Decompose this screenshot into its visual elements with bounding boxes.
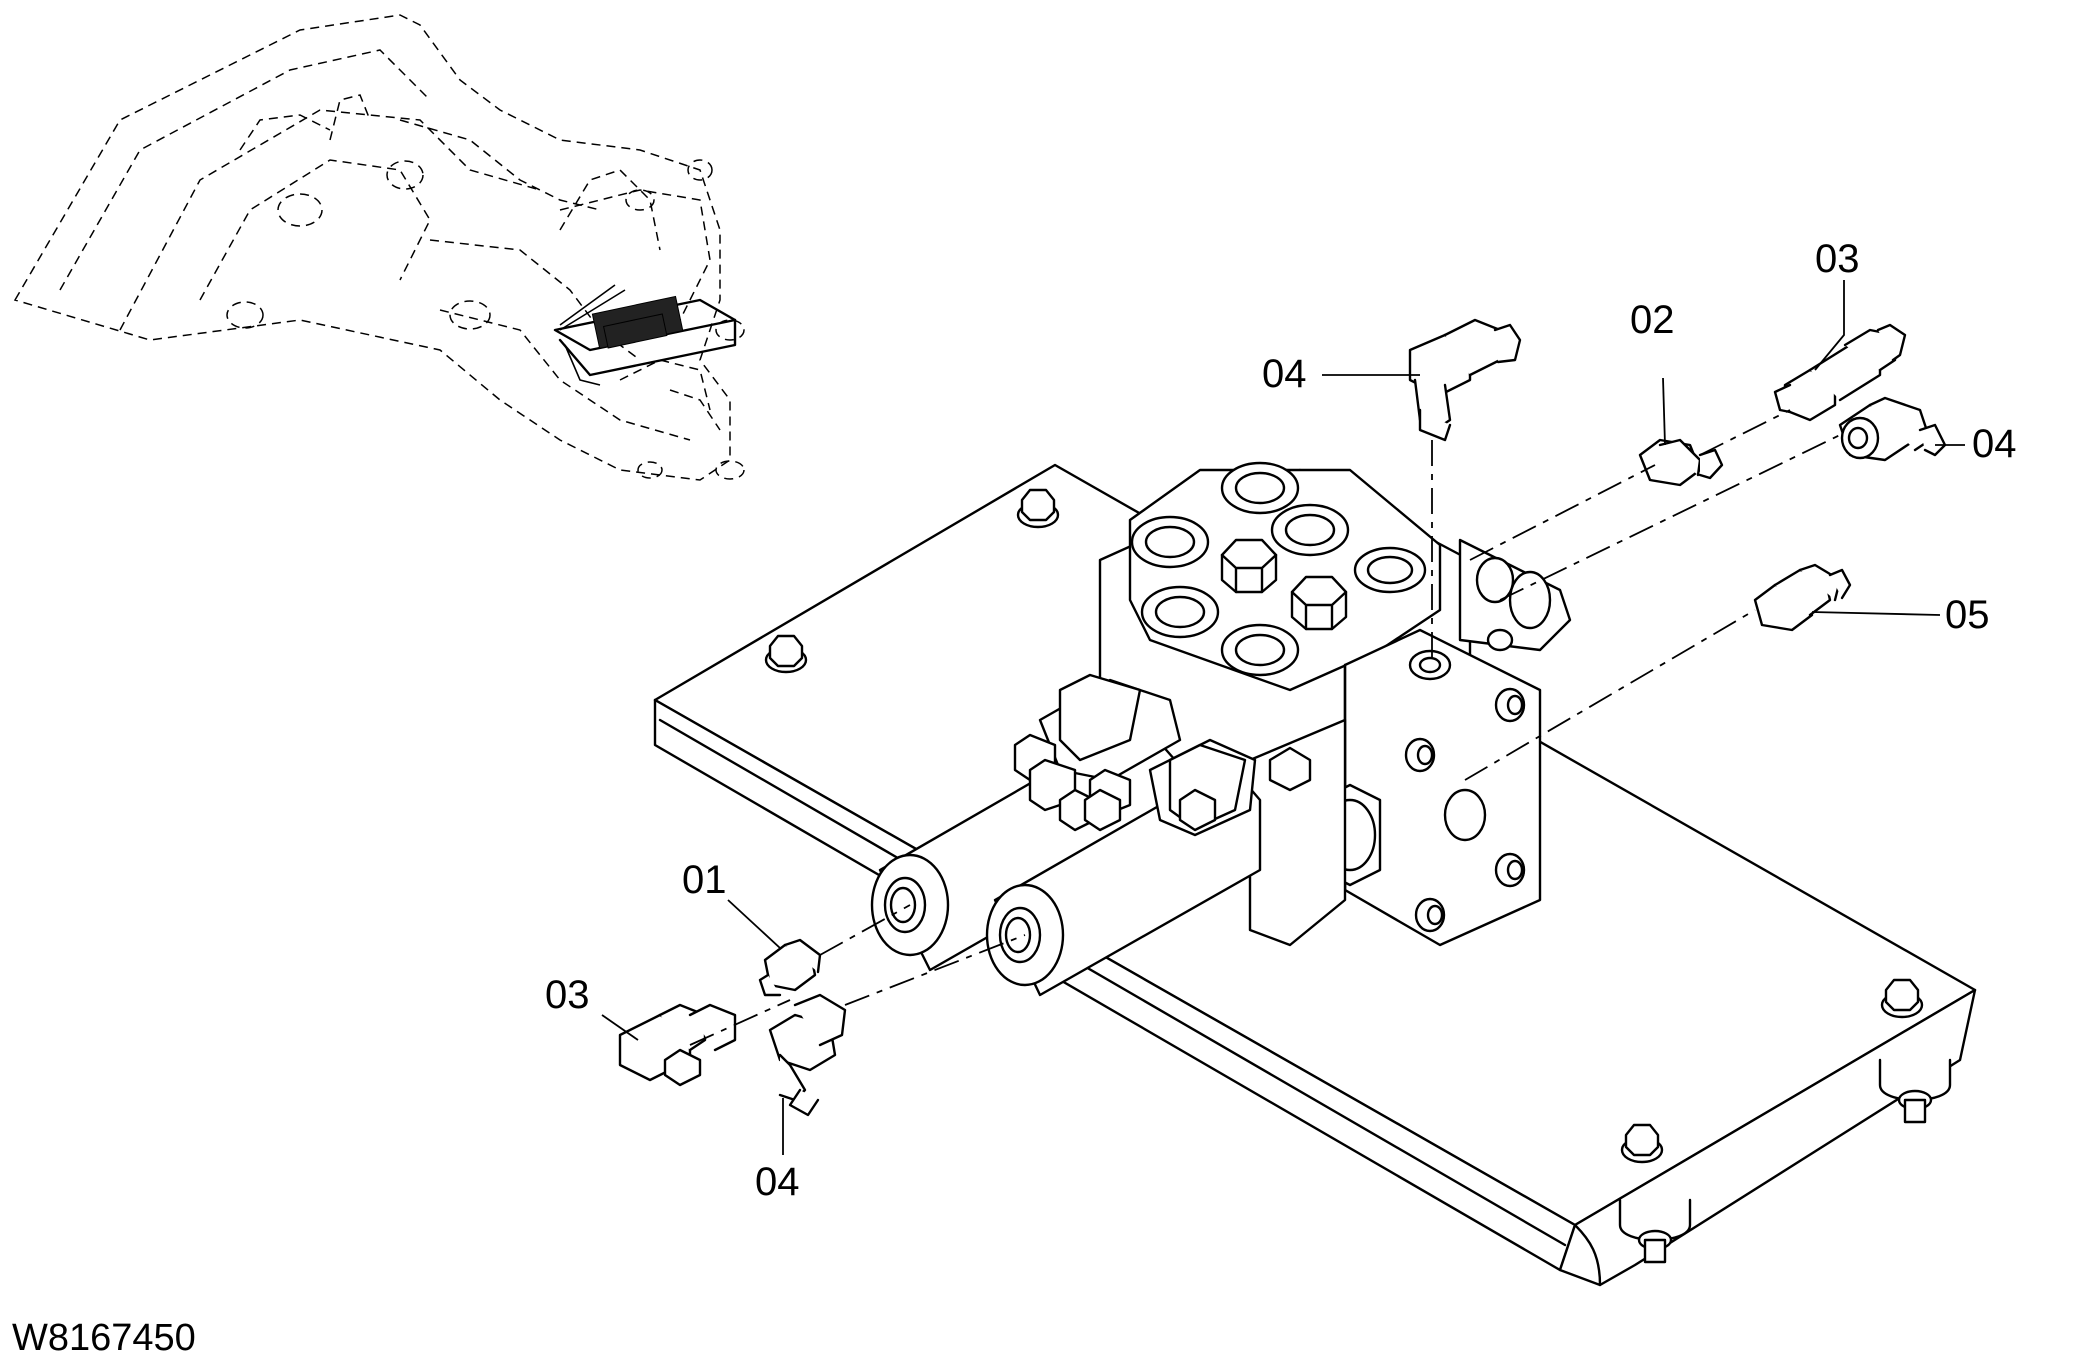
elbow-fitting-04-top: [1408, 318, 1522, 442]
machine-locator-inset: [13, 14, 745, 481]
valve-bolt: [1494, 687, 1526, 723]
valve-port: [1130, 515, 1210, 569]
callout-label: 04: [1972, 422, 2017, 466]
control-valve: [1098, 461, 1572, 947]
valve-port: [1140, 585, 1220, 639]
rubber-mount: [1618, 1198, 1692, 1264]
valve-port: [1270, 503, 1350, 557]
callout-label: 01: [682, 858, 727, 902]
valve-port: [1220, 623, 1300, 677]
straight-fitting-02: [1638, 438, 1724, 487]
valve-port: [1220, 461, 1300, 515]
elbow-fitting-04-right: [1838, 396, 1947, 462]
callout-label: 04: [1262, 352, 1307, 396]
plate-bolt: [1880, 978, 1924, 1019]
valve-port: [1353, 546, 1427, 594]
callout-label: 03: [1815, 237, 1860, 281]
plate-bolt: [1620, 1123, 1664, 1164]
callout-label: 02: [1630, 298, 1675, 342]
elbow-fitting-04-bottom: [768, 993, 847, 1117]
callout-label: 03: [545, 973, 590, 1017]
valve-spool-left: [870, 673, 1182, 972]
callout-label: 04: [755, 1160, 800, 1204]
plate-bolt: [764, 634, 808, 674]
drawing-id: W8167450: [12, 1317, 196, 1359]
straight-fitting-01: [758, 938, 822, 997]
valve-bolt: [1494, 852, 1526, 888]
assembly-centerlines: [689, 409, 1841, 1046]
callout-labels: 04 02 03 04 05 01 03 04: [545, 237, 2017, 1204]
elbow-fitting-03-top: [1773, 323, 1907, 422]
elbow-fitting-05: [1753, 563, 1852, 632]
rubber-mount: [1878, 1058, 1952, 1124]
valve-bolt: [1404, 737, 1436, 773]
plate-bolt: [1016, 488, 1060, 529]
valve-plug: [1290, 575, 1348, 631]
leader-lines: [601, 280, 1965, 1155]
callout-label: 05: [1945, 593, 1990, 637]
valve-plug: [1220, 538, 1278, 594]
valve-bolt: [1414, 897, 1446, 933]
elbow-fitting-03-bottom: [618, 1003, 737, 1087]
